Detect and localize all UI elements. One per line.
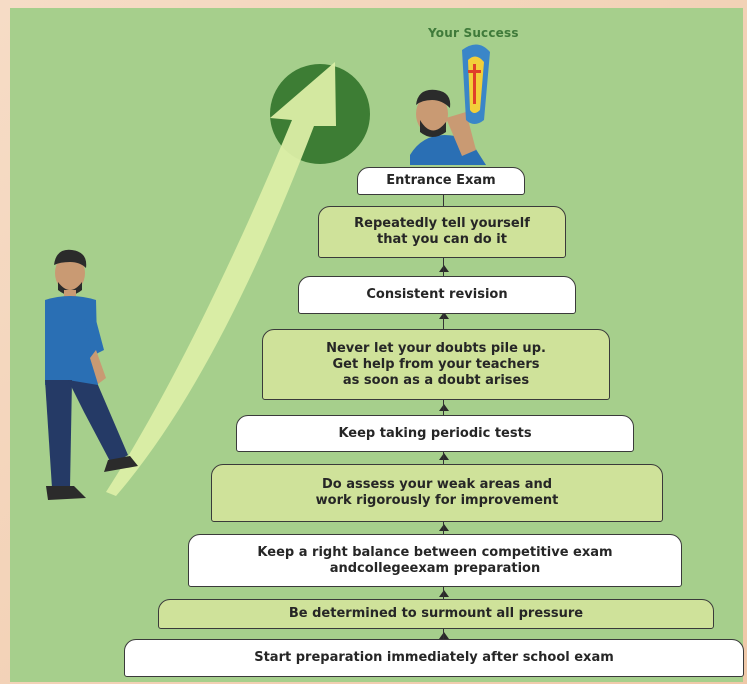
connector-arrowhead — [439, 632, 449, 639]
growth-arrow — [106, 62, 336, 496]
connector-arrowhead — [439, 524, 449, 531]
step-balance: Keep a right balance between competitive… — [188, 534, 682, 587]
connector-arrowhead — [439, 404, 449, 411]
step-connector — [443, 194, 444, 206]
success-title: Your Success — [428, 26, 519, 40]
climbing-man-figure — [45, 249, 138, 500]
trophy-icon — [462, 44, 490, 124]
step-entrance-exam: Entrance Exam — [357, 167, 525, 195]
step-surmount-pressure: Be determined to surmount all pressure — [158, 599, 714, 629]
step-periodic-tests: Keep taking periodic tests — [236, 415, 634, 452]
step-start-preparation: Start preparation immediately after scho… — [124, 639, 744, 677]
step-clear-doubts: Never let your doubts pile up. Get help … — [262, 329, 610, 400]
step-connector — [443, 400, 444, 416]
step-connector — [443, 629, 444, 639]
connector-arrowhead — [439, 312, 449, 319]
winner-man-figure — [410, 89, 486, 165]
step-connector — [443, 313, 444, 329]
step-self-belief: Repeatedly tell yourself that you can do… — [318, 206, 566, 258]
step-consistent-revision: Consistent revision — [298, 276, 576, 314]
step-connector — [443, 522, 444, 534]
connector-arrowhead — [439, 265, 449, 272]
connector-arrowhead — [439, 590, 449, 597]
connector-arrowhead — [439, 453, 449, 460]
step-connector — [443, 258, 444, 276]
step-connector — [443, 452, 444, 464]
step-weak-areas: Do assess your weak areas and work rigor… — [211, 464, 663, 522]
step-connector — [443, 587, 444, 599]
